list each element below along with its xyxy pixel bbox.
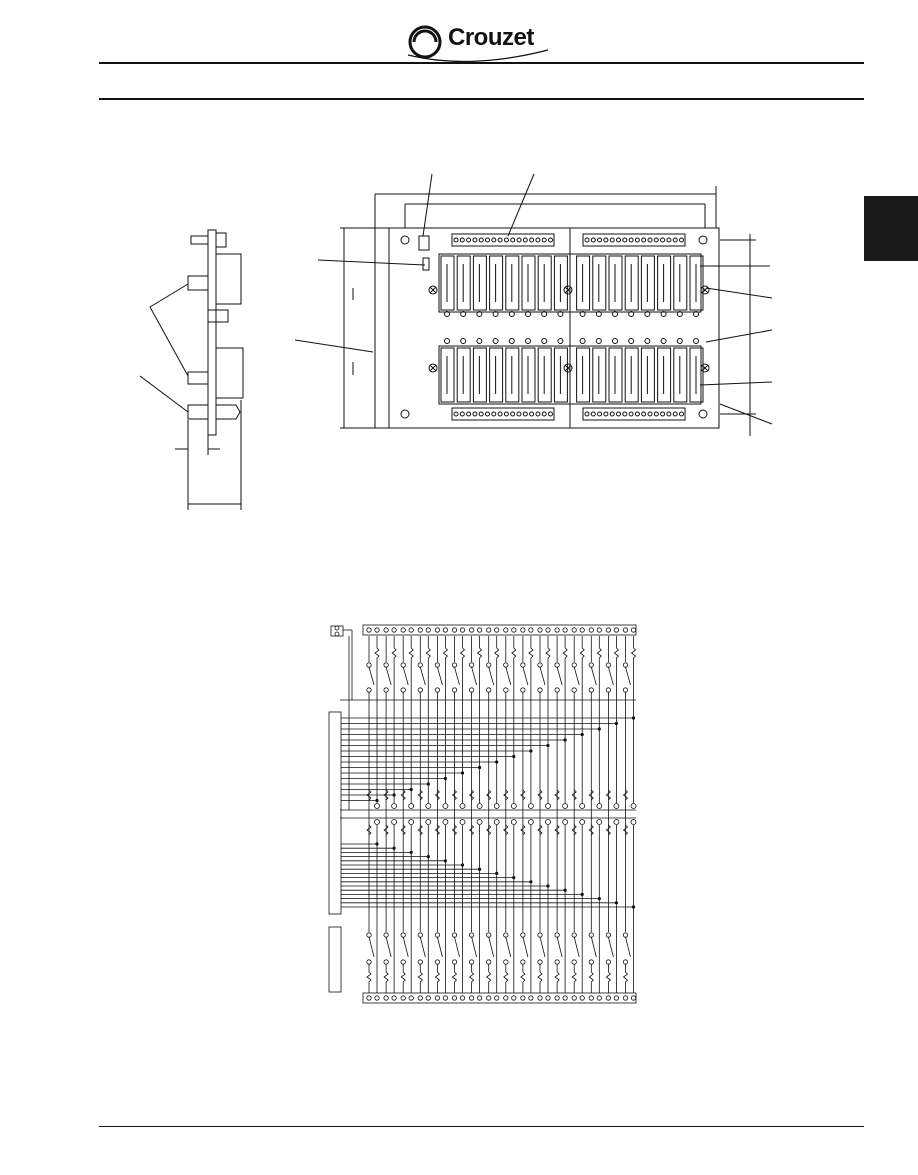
footer-rule xyxy=(99,1126,864,1127)
header-rule-bottom xyxy=(99,98,864,100)
section-tab xyxy=(864,196,918,261)
brand-name: Crouzet xyxy=(448,24,534,51)
header-rule-top xyxy=(99,62,864,64)
